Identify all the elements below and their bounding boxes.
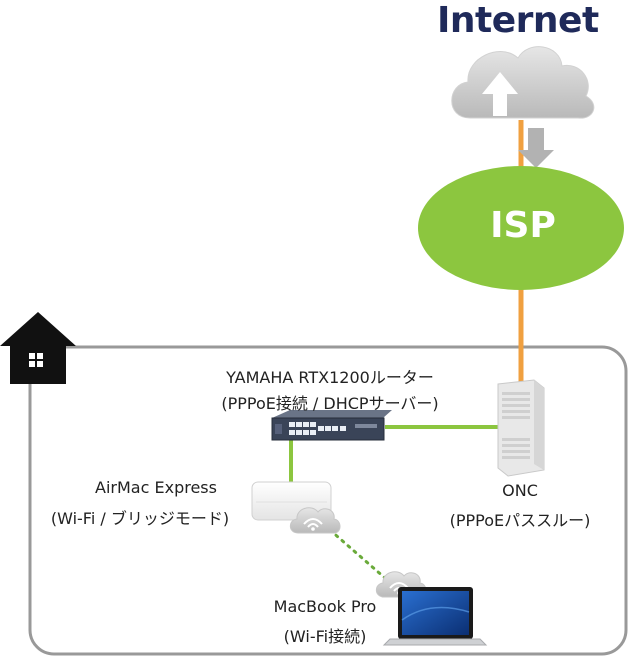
- onc-name: ONC: [502, 481, 538, 500]
- airmac-name: AirMac Express: [95, 478, 217, 497]
- laptop-icon: [382, 587, 488, 646]
- house-icon: [0, 312, 76, 384]
- cloud-upload-icon: [451, 46, 595, 168]
- router-name: YAMAHA RTX1200ルーター: [226, 368, 434, 387]
- onc-role: (PPPoEパススルー): [449, 511, 591, 530]
- onu-device-icon: [497, 379, 545, 477]
- macbook-name: MacBook Pro: [273, 597, 377, 616]
- wifi-cloud-icon: [289, 507, 341, 534]
- internet-title: Internet: [437, 0, 599, 41]
- home-network-boundary: [28, 345, 628, 656]
- macbook-role: (Wi-Fi接続): [283, 627, 367, 646]
- isp-label: ISP: [490, 205, 556, 246]
- router-device-icon: [271, 410, 392, 441]
- router-role: (PPPoE接続 / DHCPサーバー): [221, 394, 439, 413]
- airmac-role: (Wi-Fi / ブリッジモード): [50, 509, 230, 528]
- isp-node: [418, 166, 624, 290]
- wifi-link: [328, 528, 387, 580]
